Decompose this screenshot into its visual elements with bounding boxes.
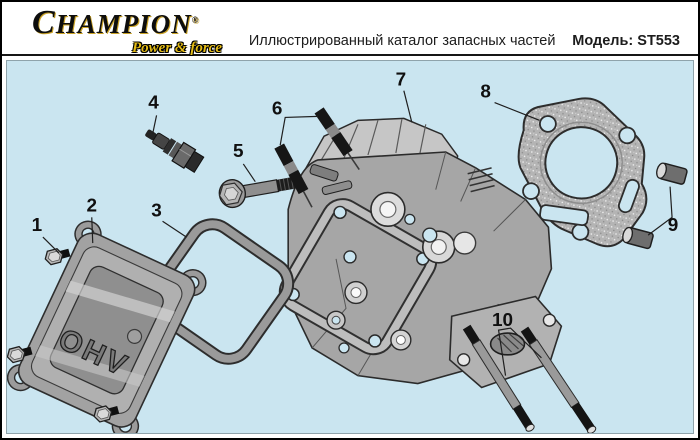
part-cylinder-head [278, 117, 563, 389]
part-valve-cover: OHV [7, 220, 207, 433]
model-label: Модель: ST553 [572, 33, 680, 49]
part-valve-cover-bolt-2 [7, 345, 33, 364]
callout-number: 2 [86, 194, 97, 215]
callout-6: 6 [272, 97, 319, 146]
callout-number: 10 [492, 309, 513, 330]
brand-tagline: Power & force [132, 40, 222, 56]
part-dowel-pin-upper [656, 162, 688, 185]
part-long-stud-2 [520, 326, 597, 433]
brand-name: CHAMPION® [32, 6, 232, 40]
callout-number: 1 [32, 214, 43, 235]
callout-10: 10 [492, 309, 542, 376]
callout-number: 7 [396, 69, 407, 90]
callout-number: 3 [151, 199, 162, 220]
callout-1: 1 [32, 214, 60, 254]
callout-2: 2 [86, 194, 97, 244]
page-header: CHAMPION® Power & force Иллюстрированный… [2, 2, 698, 56]
part-valve-cover-bolt-1 [44, 247, 71, 266]
callout-8: 8 [480, 81, 540, 121]
callout-5: 5 [233, 140, 256, 183]
callout-4: 4 [148, 92, 159, 135]
callout-3: 3 [151, 199, 187, 238]
part-valve-cover-gasket [146, 218, 295, 365]
callout-number: 6 [272, 97, 283, 118]
part-short-stud-1 [274, 143, 313, 208]
part-dowel-pin-lower [622, 226, 654, 250]
registered-trademark-icon: ® [191, 15, 199, 25]
valve-spring [467, 167, 495, 193]
callout-number: 8 [480, 81, 491, 102]
part-short-stud-2 [314, 107, 360, 170]
part-cylinder-head-gasket [517, 97, 648, 248]
callout-number: 5 [233, 140, 244, 161]
part-spark-plug [145, 129, 205, 173]
callout-7: 7 [396, 69, 413, 123]
callout-number: 4 [148, 92, 159, 113]
brand-logo: CHAMPION® Power & force [32, 2, 232, 56]
brand-name-text: CHAMPION [32, 4, 192, 41]
catalog-title: Иллюстрированный каталог запасных частей [248, 33, 556, 49]
part-long-stud-1 [462, 324, 535, 432]
part-flange-bolt [218, 176, 296, 209]
callout-number: 9 [668, 214, 679, 235]
part-valve-cover-bolt-3 [93, 405, 120, 423]
exploded-parts-diagram: OHV [7, 69, 688, 433]
diagram-area: OHV [6, 60, 694, 434]
callout-9: 9 [647, 186, 679, 236]
